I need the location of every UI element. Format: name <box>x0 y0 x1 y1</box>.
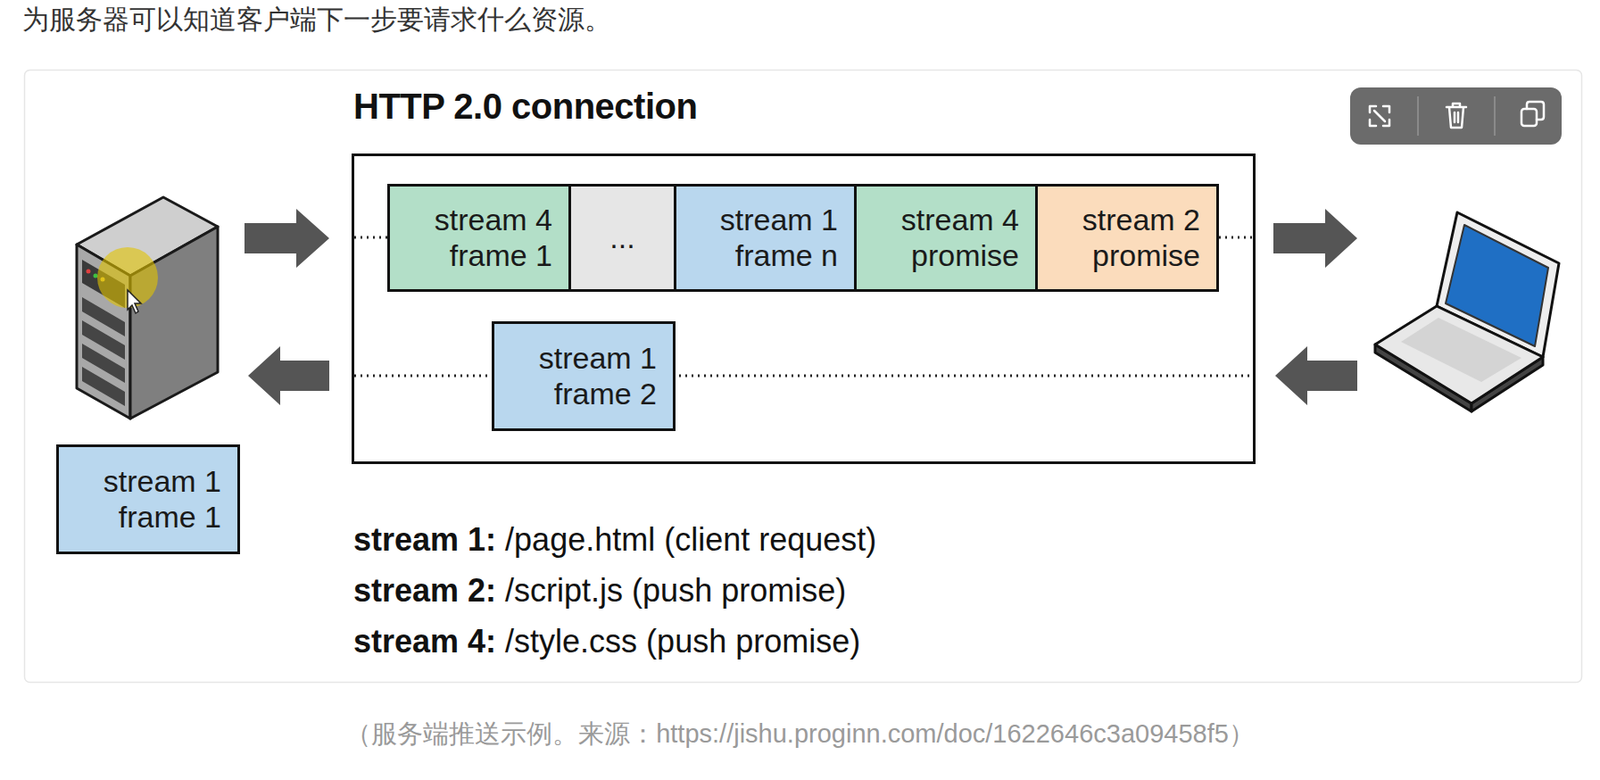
frame-label: stream 1 frame n <box>692 202 838 273</box>
frame-box: stream 1 frame n <box>673 183 857 292</box>
toolbar <box>1350 87 1562 145</box>
frame-box: stream 4 frame 1 <box>387 183 572 292</box>
stream-id: stream 2: <box>353 571 497 610</box>
frame-label: stream 4 promise <box>872 202 1020 273</box>
frame-box: stream 1 frame 1 <box>56 444 241 555</box>
frame-label: ... <box>609 220 635 256</box>
promise-box: stream 4 promise <box>853 183 1038 292</box>
stream-desc: /script.js (push promise) <box>505 571 846 610</box>
frame-label: stream 1 frame 1 <box>74 464 222 534</box>
card-panel <box>24 70 1583 683</box>
connection-title: HTTP 2.0 connection <box>353 84 697 128</box>
laptop-icon <box>1375 212 1559 412</box>
stream-desc: /style.css (push promise) <box>505 621 861 661</box>
caption: （服务端推送示例。来源：https://jishu.proginn.com/do… <box>0 718 1600 750</box>
stream-id: stream 4: <box>353 621 497 661</box>
frame-label: stream 4 frame 1 <box>406 202 553 273</box>
server-icon <box>76 197 218 419</box>
promise-box: stream 2 promise <box>1035 183 1219 292</box>
connection-box: HTTP 2.0 connectionstream 4 frame 1...st… <box>351 153 1256 465</box>
frame-box: ... <box>568 183 677 292</box>
stream-desc: /page.html (client request) <box>505 520 877 559</box>
frame-box: stream 1 frame 2 <box>491 321 676 432</box>
note-text: 为服务器可以知道客户端下一步要请求什么资源。 <box>22 3 612 36</box>
frame-label: stream 1 frame 2 <box>510 340 657 411</box>
cursor-highlight <box>97 247 158 314</box>
stream-id: stream 1: <box>353 520 497 559</box>
frame-label: stream 2 promise <box>1053 202 1201 273</box>
